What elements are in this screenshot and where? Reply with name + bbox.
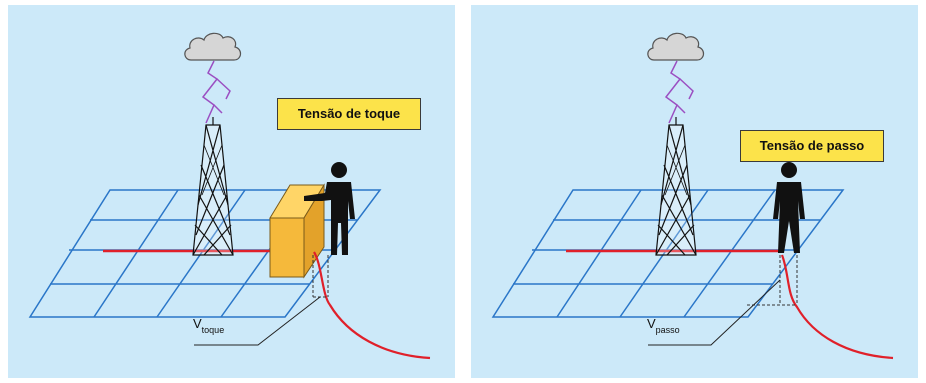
touch-voltage-title: Tensão de toque: [277, 98, 421, 130]
step-voltage-label: Vpasso: [647, 316, 680, 335]
tower-icon: [192, 117, 234, 256]
touch-voltage-panel: Tensão de toque Vtoque: [8, 5, 455, 378]
potential-curve: [780, 254, 894, 360]
touch-voltage-label: Vtoque: [193, 316, 224, 335]
voltage-symbol: V: [647, 316, 656, 331]
voltage-leader: [648, 279, 781, 346]
potential-curve: [313, 251, 431, 360]
lightning-icon: [201, 60, 231, 124]
voltage-subscript: passo: [655, 325, 680, 335]
step-voltage-title: Tensão de passo: [740, 130, 884, 162]
voltage-leader: [194, 296, 321, 346]
person-icon: [773, 162, 805, 253]
person-icon: [304, 162, 355, 255]
step-voltage-illustration: [491, 32, 894, 360]
voltage-subscript: toque: [201, 325, 225, 335]
cloud-icon: [184, 32, 242, 61]
cloud-icon: [647, 32, 705, 61]
step-voltage-panel: Tensão de passo Vpasso: [471, 5, 918, 378]
touch-voltage-illustration: [28, 32, 431, 360]
lightning-icon: [664, 60, 694, 124]
voltage-symbol: V: [193, 316, 202, 331]
projection-lines: [312, 255, 329, 298]
tower-icon: [655, 117, 697, 256]
